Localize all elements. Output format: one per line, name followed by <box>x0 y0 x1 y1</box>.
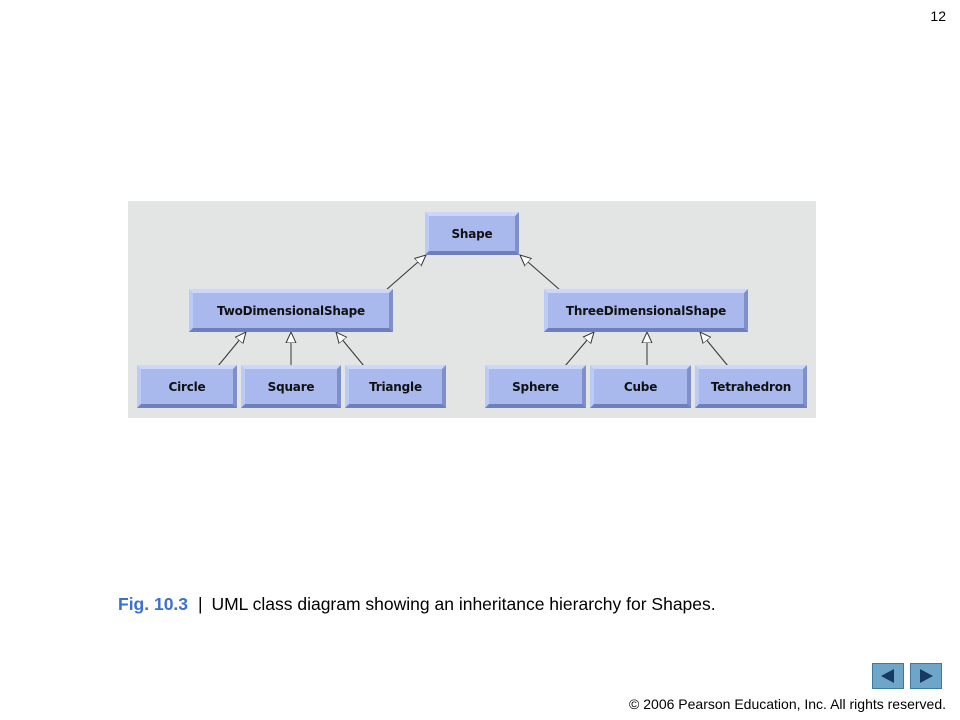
copyright-notice: © 2006 Pearson Education, Inc. All right… <box>629 696 946 712</box>
inheritance-arrows <box>217 201 729 367</box>
class-cube-label: Cube <box>623 379 658 394</box>
class-shape: Shape <box>425 212 519 255</box>
class-two-dimensional-shape-label: TwoDimensionalShape <box>217 303 365 318</box>
right-triangle-icon <box>920 669 933 683</box>
arrow-triangle-to-twod <box>336 332 365 367</box>
class-tetrahedron-label: Tetrahedron <box>710 379 792 394</box>
class-two-dimensional-shape: TwoDimensionalShape <box>189 289 393 332</box>
next-slide-button[interactable] <box>910 663 942 689</box>
previous-slide-button[interactable] <box>872 663 904 689</box>
class-triangle-label: Triangle <box>369 379 422 394</box>
class-sphere-label: Sphere <box>512 379 559 394</box>
class-square-label: Square <box>267 379 315 394</box>
class-circle-label: Circle <box>168 379 206 394</box>
class-three-dimensional-shape-label: ThreeDimensionalShape <box>565 303 727 318</box>
copyright-symbol: © <box>629 696 640 712</box>
page-number: 12 <box>930 8 946 24</box>
figure-label: Fig. 10.3 <box>118 594 189 614</box>
class-tetrahedron: Tetrahedron <box>695 365 807 408</box>
arrow-sphere-to-threed <box>564 332 594 367</box>
class-square: Square <box>241 365 341 408</box>
caption-text: UML class diagram showing an inheritance… <box>211 594 716 614</box>
caption-separator: | <box>198 594 203 614</box>
arrow-threed-to-shape <box>520 255 561 291</box>
class-cube: Cube <box>590 365 691 408</box>
figure-caption: Fig. 10.3 | UML class diagram showing an … <box>118 594 716 615</box>
class-shape-label: Shape <box>451 226 493 241</box>
left-triangle-icon <box>881 669 894 683</box>
arrow-twod-to-shape <box>385 255 426 291</box>
copyright-text: 2006 Pearson Education, Inc. All rights … <box>643 696 946 712</box>
uml-class-diagram: Shape TwoDimensionalShape ThreeDimension… <box>128 201 816 418</box>
class-triangle: Triangle <box>345 365 446 408</box>
class-three-dimensional-shape: ThreeDimensionalShape <box>544 289 748 332</box>
arrow-circle-to-twod <box>217 332 246 367</box>
class-circle: Circle <box>137 365 237 408</box>
class-sphere: Sphere <box>485 365 586 408</box>
arrow-tetrahedron-to-threed <box>700 332 729 367</box>
